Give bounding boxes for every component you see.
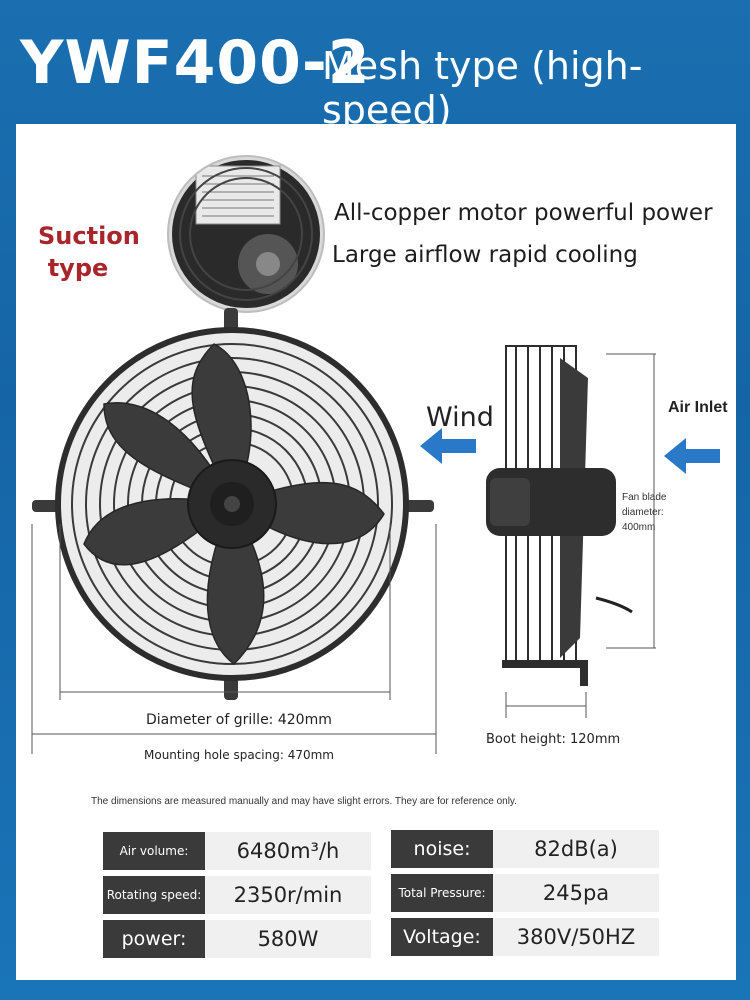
boot-height-line — [505, 692, 587, 718]
spec-row-power: power: 580W — [103, 920, 371, 958]
dimension-lines — [31, 524, 437, 754]
fan-side-view — [486, 345, 633, 686]
feature-copper-motor: All-copper motor powerful power — [334, 200, 713, 226]
page-subtitle: Mesh type (high-speed) — [322, 44, 643, 132]
spec-value: 6480m³/h — [205, 832, 371, 870]
air-inlet-label: Air Inlet — [668, 399, 728, 416]
motor-closeup-image — [167, 155, 325, 313]
spec-value: 245pa — [493, 874, 659, 912]
spec-label: power: — [103, 920, 205, 958]
spec-row-noise: noise: 82dB(a) — [391, 830, 659, 868]
spec-label: Voltage: — [391, 918, 493, 956]
suction-type-label: Suction type — [38, 222, 140, 282]
spec-label: Air volume: — [103, 832, 205, 870]
spec-row-rotating-speed: Rotating speed: 2350r/min — [103, 876, 371, 914]
blade-diameter-label: Fan blade diameter: 400mm — [622, 492, 667, 533]
boot-height-label: Boot height: 120mm — [486, 732, 621, 747]
spec-label: Rotating speed: — [103, 876, 205, 914]
spec-row-voltage: Voltage: 380V/50HZ — [391, 918, 659, 956]
spec-row-air-volume: Air volume: 6480m³/h — [103, 832, 371, 870]
model-title: YWF400-2 — [20, 28, 371, 98]
spec-row-total-pressure: Total Pressure: 245pa — [391, 874, 659, 912]
spec-value: 580W — [205, 920, 371, 958]
blade-dimension-line — [606, 353, 656, 649]
grille-diameter-label: Diameter of grille: 420mm — [146, 712, 332, 728]
spec-value: 82dB(a) — [493, 830, 659, 868]
fan-front-view — [32, 308, 434, 700]
mounting-spacing-label: Mounting hole spacing: 470mm — [144, 748, 334, 762]
spec-label: noise: — [391, 830, 493, 868]
disclaimer-text: The dimensions are measured manually and… — [91, 796, 517, 807]
feature-airflow: Large airflow rapid cooling — [332, 242, 638, 268]
spec-label: Total Pressure: — [391, 874, 493, 912]
product-card: Suction type All-co — [16, 124, 736, 980]
wind-label: Wind — [426, 402, 494, 433]
arrow-left-icon — [664, 438, 720, 474]
arrow-left-icon — [420, 428, 476, 464]
spec-value: 2350r/min — [205, 876, 371, 914]
spec-value: 380V/50HZ — [493, 918, 659, 956]
header-banner: YWF400-2 Mesh type (high-speed) — [0, 0, 750, 132]
